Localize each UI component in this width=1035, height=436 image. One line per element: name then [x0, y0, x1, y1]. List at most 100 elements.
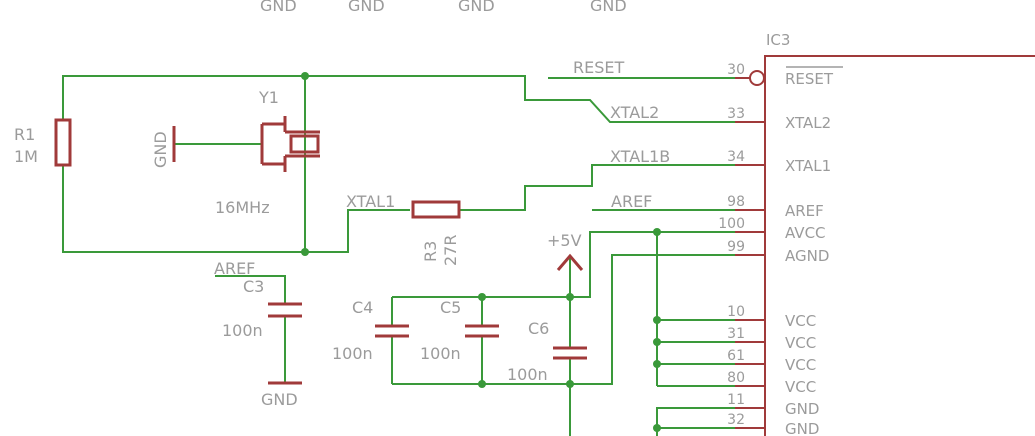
- capacitor-c4-value: 100n: [332, 344, 373, 363]
- wire-r1-bottom: [62, 165, 305, 253]
- capacitor-c4: C4 100n: [332, 298, 409, 363]
- ic3-inversion-bubble: [749, 70, 765, 86]
- ic3-pin-number: 99: [727, 239, 745, 255]
- supply-arrow-icon: [556, 253, 584, 271]
- wire-xtal1-net: [305, 209, 410, 253]
- capacitor-c3: AREF C3 100n GND: [214, 259, 302, 409]
- net-label-reset: RESET: [573, 58, 624, 77]
- ic3-pin-function: VCC: [785, 334, 816, 352]
- ic3-body: [764, 55, 1035, 436]
- capacitor-c5-name: C5: [440, 298, 461, 317]
- resistor-r1: R1 1M: [14, 118, 72, 167]
- junction-dot: [653, 316, 661, 324]
- ic3-pin-function: XTAL1: [785, 157, 831, 175]
- crystal-y1-body: [289, 134, 320, 154]
- capacitor-c3-gnd-label: GND: [261, 390, 298, 409]
- junction-dot: [653, 338, 661, 346]
- net-label-xtal1b: XTAL1B: [610, 147, 670, 166]
- ic-net-labels: RESET XTAL2 XTAL1B AREF: [573, 58, 670, 211]
- crystal-y1: Y1 16MHz GND: [151, 88, 320, 217]
- ic3-pin-function: AGND: [785, 247, 829, 265]
- capacitor-c6-name: C6: [528, 319, 549, 338]
- gnd-label: GND: [260, 0, 297, 15]
- junction-dot: [301, 72, 309, 80]
- resistor-r3-body: [411, 200, 461, 219]
- resistor-r1-body: [54, 118, 72, 167]
- ic3-pin-number: 30: [727, 62, 745, 78]
- junction-dot: [478, 380, 486, 388]
- net-label-aref-ic: AREF: [611, 192, 652, 211]
- ic3-pin-number: 11: [727, 392, 745, 408]
- ic3-pin-function: AREF: [785, 202, 824, 220]
- ic3-pin-function: AVCC: [785, 224, 826, 242]
- wire-avcc: [569, 231, 735, 298]
- wires: [62, 75, 735, 436]
- ic3-pin-function: VCC: [785, 356, 816, 374]
- crystal-y1-name: Y1: [258, 88, 279, 107]
- capacitor-c4-name: C4: [352, 298, 373, 317]
- capacitor-c3-name: C3: [243, 277, 264, 296]
- resistor-r3-value: 27R: [441, 235, 460, 266]
- wire-agnd: [392, 254, 735, 385]
- ic3-pin-function: GND: [785, 420, 819, 436]
- ic3-pin-function: RESET: [785, 70, 834, 88]
- capacitor-c3-value: 100n: [222, 321, 263, 340]
- ic3-pin-number: 61: [727, 348, 745, 364]
- junction-dot: [566, 293, 574, 301]
- net-label-xtal1: XTAL1: [346, 192, 395, 211]
- ic3-pin-function: VCC: [785, 312, 816, 330]
- ic3-name: IC3: [766, 31, 790, 49]
- resistor-r1-value: 1M: [14, 147, 38, 166]
- junction-dot: [653, 360, 661, 368]
- capacitor-c5: C5 100n: [420, 298, 499, 363]
- net-label-aref: AREF: [214, 259, 255, 278]
- ic3-pin-number: 80: [727, 370, 745, 386]
- junctions: [301, 72, 661, 432]
- ic3-pin-number: 31: [727, 326, 745, 342]
- supply-5v-label: +5V: [547, 231, 582, 250]
- resistor-r1-name: R1: [14, 125, 35, 144]
- supply-5v: +5V: [547, 231, 584, 271]
- resistor-r3: XTAL1 R3 27R: [346, 192, 461, 266]
- capacitor-c5-value: 100n: [420, 344, 461, 363]
- ic3-pin-function: GND: [785, 400, 819, 418]
- wire-r3-to-xtal1b: [460, 164, 735, 211]
- gnd-label: GND: [458, 0, 495, 15]
- ic3-pin-number: 100: [718, 216, 745, 232]
- capacitor-c6-value: 100n: [507, 365, 548, 384]
- gnd-label: GND: [590, 0, 627, 15]
- top-gnd-labels: GND GND GND GND: [260, 0, 627, 15]
- resistor-r3-name: R3: [421, 241, 440, 262]
- ic3-pin-number: 98: [727, 194, 745, 210]
- ic3-pin-number: 10: [727, 304, 745, 320]
- capacitor-c6: C6 100n: [507, 319, 587, 384]
- gnd-label: GND: [348, 0, 385, 15]
- ic3-pin-number: 34: [727, 149, 745, 165]
- crystal-y1-gnd-label: GND: [151, 131, 170, 168]
- net-label-xtal2: XTAL2: [610, 103, 659, 122]
- ic3-pin-number: 32: [727, 412, 745, 428]
- ic3-pin-function: VCC: [785, 378, 816, 396]
- junction-dot: [653, 424, 661, 432]
- junction-dot: [478, 293, 486, 301]
- wire-gnd-bus: [656, 407, 735, 436]
- wire-c3-aref: [215, 275, 286, 304]
- junction-dot: [653, 228, 661, 236]
- crystal-y1-value: 16MHz: [215, 198, 270, 217]
- ic3-pin-function: XTAL2: [785, 114, 831, 132]
- wire-xtal-loop: [62, 75, 735, 123]
